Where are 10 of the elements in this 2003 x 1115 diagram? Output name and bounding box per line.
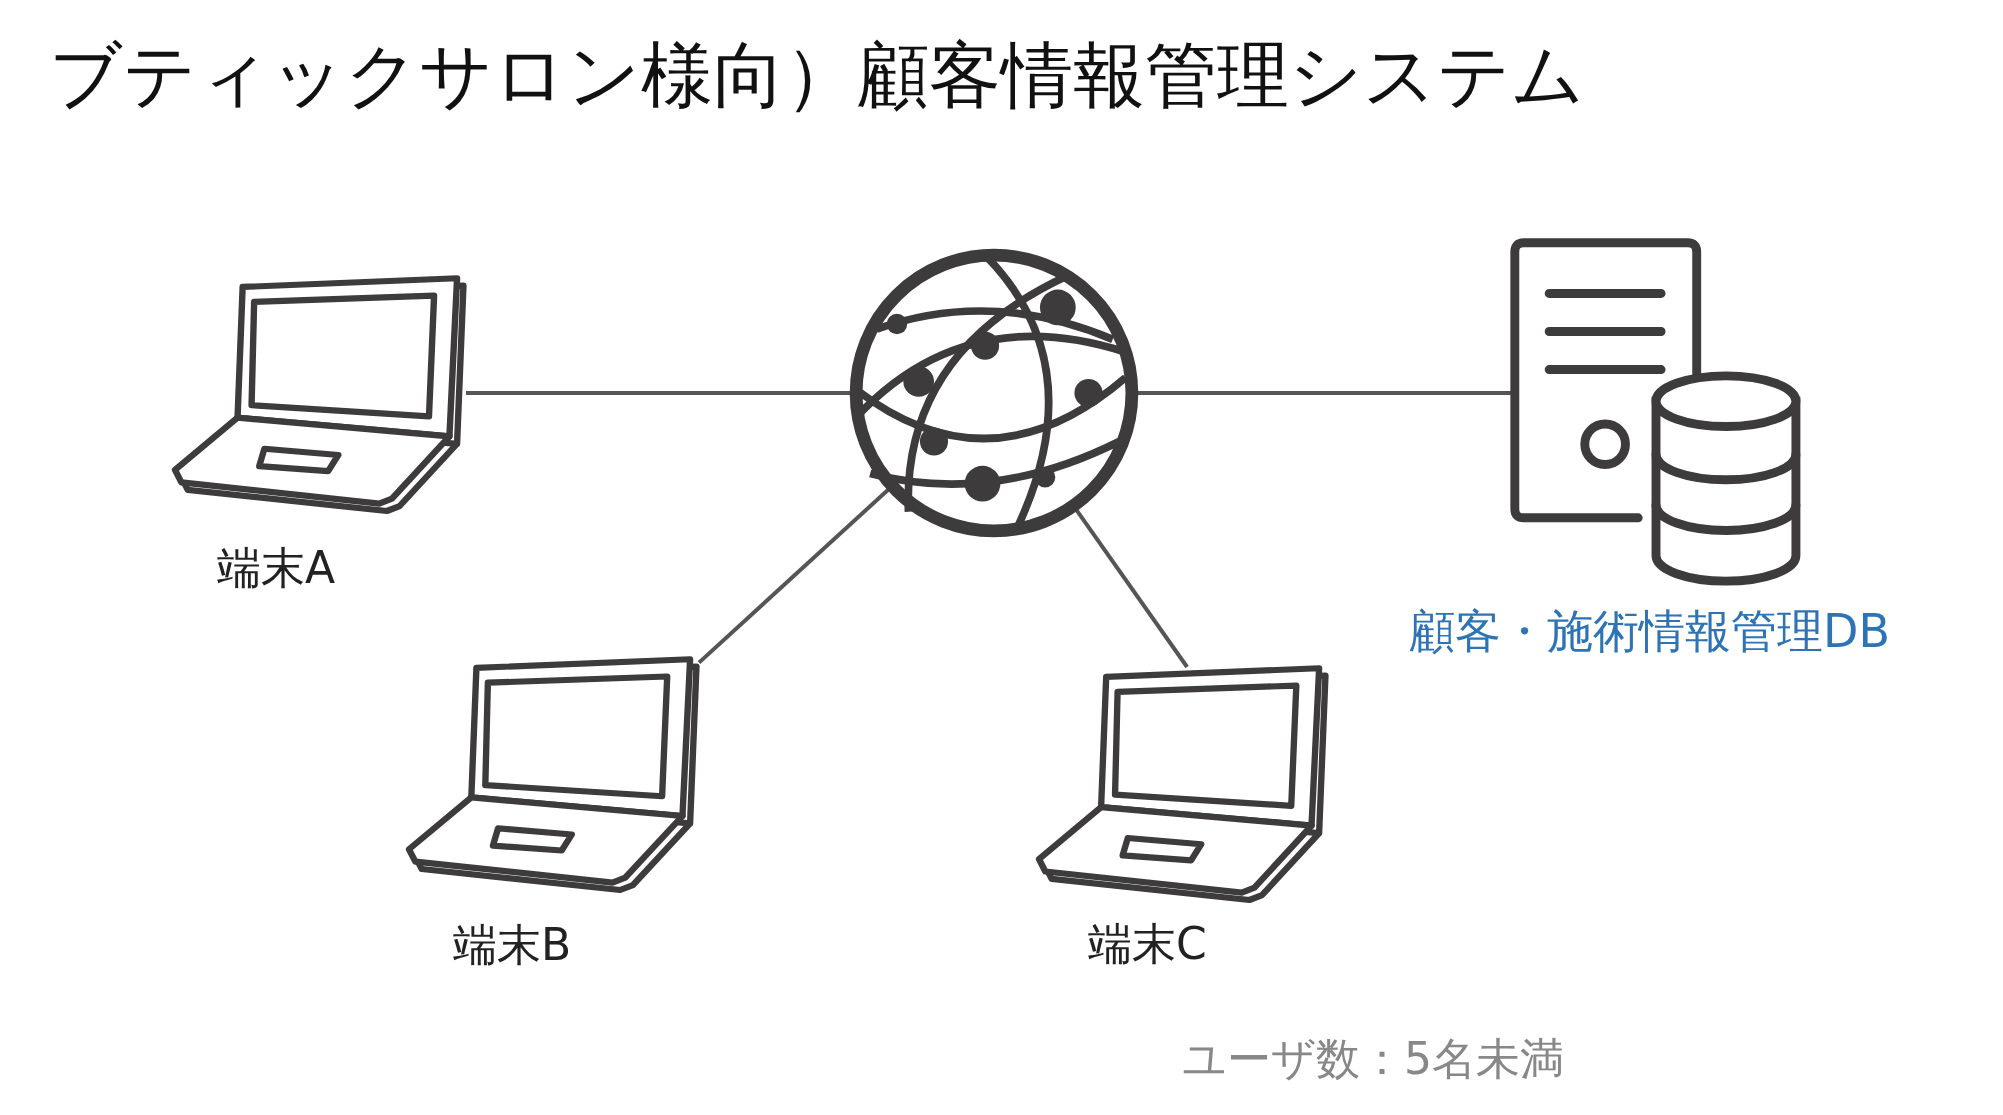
title: ブティックサロン様向）顧客情報管理システム	[49, 32, 1585, 119]
note-text: ユーザ数：5名未満	[1182, 1032, 1564, 1086]
terminal-label: 端末C	[1088, 917, 1207, 971]
connector-line	[1137, 391, 1511, 395]
connector-line	[697, 488, 890, 665]
terminal-label: 端末B	[453, 918, 572, 972]
connector-line	[1074, 508, 1189, 669]
terminal-label: 端末A	[217, 541, 336, 595]
database-label: 顧客・施術情報管理DB	[1409, 603, 1890, 660]
connector-line	[466, 391, 851, 395]
